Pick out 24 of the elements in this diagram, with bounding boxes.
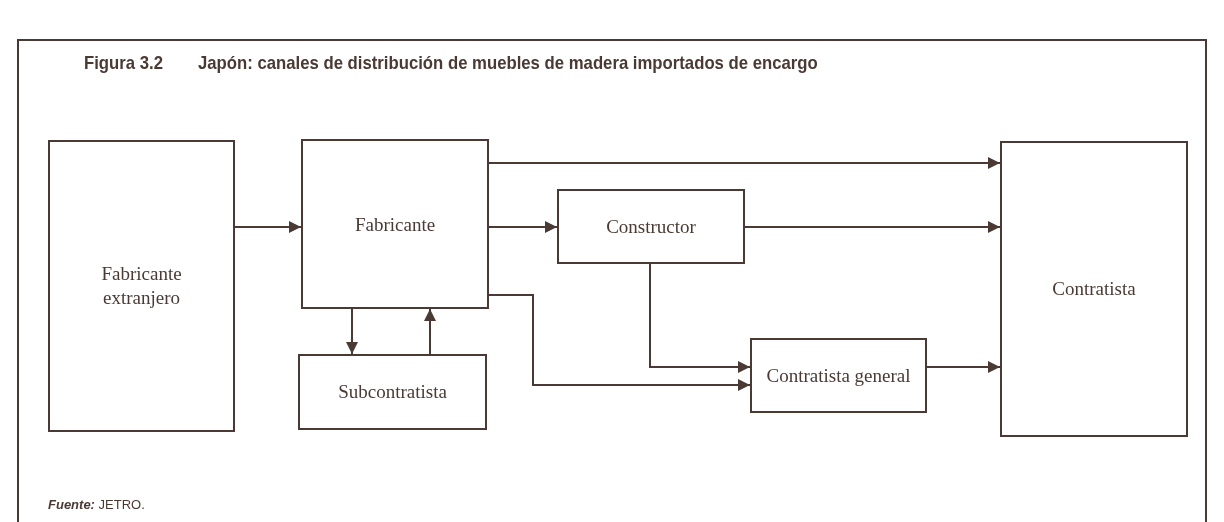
arrow xyxy=(488,221,558,233)
box-label: Fabricante extranjero xyxy=(100,262,183,310)
arrow xyxy=(488,157,1001,169)
box-label: Fabricante xyxy=(354,213,436,237)
box-label: Subcontratista xyxy=(338,380,447,404)
arrow xyxy=(424,308,436,355)
arrow xyxy=(346,308,358,355)
arrow xyxy=(649,263,751,373)
arrow xyxy=(234,221,302,233)
box-label: Contratista general xyxy=(766,363,911,388)
box-label: Contratista xyxy=(1052,277,1136,301)
process-box xyxy=(298,354,487,430)
process-box xyxy=(750,338,927,413)
figure-number: Figura 3.2 xyxy=(84,52,163,74)
process-box xyxy=(1000,141,1188,437)
process-box xyxy=(48,140,235,432)
arrow xyxy=(744,221,1001,233)
arrow xyxy=(926,361,1001,373)
process-box xyxy=(557,189,745,264)
source-note: Fuente: JETRO. xyxy=(48,497,145,512)
box-label: Constructor xyxy=(606,214,696,239)
arrow xyxy=(488,294,751,391)
figure-title: Japón: canales de distribución de muebles de madera importados de encargo xyxy=(198,52,818,74)
process-box xyxy=(301,139,489,309)
